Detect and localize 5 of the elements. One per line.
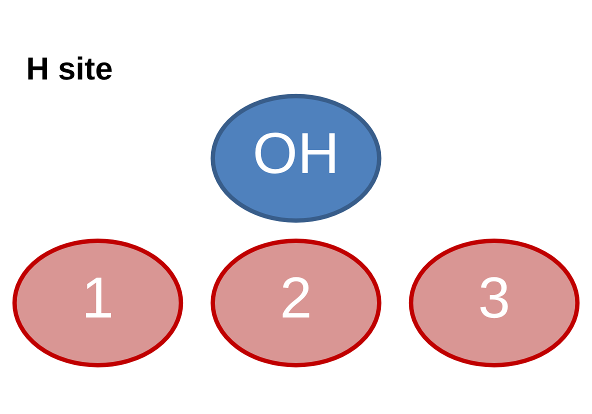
diagram-title: H site	[26, 50, 113, 86]
node-ellipse: 2	[210, 238, 382, 367]
node-ellipse: 1	[12, 238, 184, 367]
node-ellipse: OH	[210, 93, 382, 222]
node-ellipse: 3	[408, 238, 580, 367]
